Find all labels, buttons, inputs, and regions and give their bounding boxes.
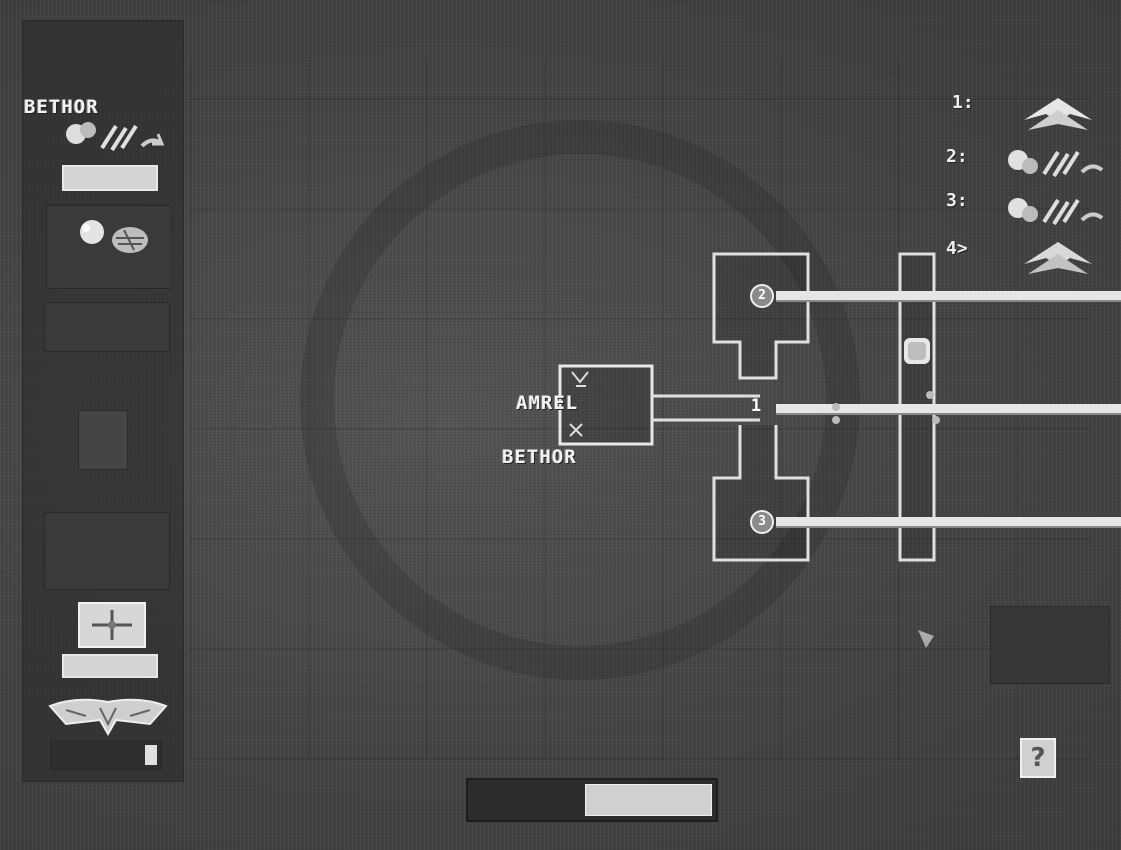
slot-4-label: 4>: [946, 238, 968, 259]
slot-3-label: 3:: [946, 190, 968, 211]
storm-cloud-icon[interactable]: [58, 118, 170, 158]
eagle-emblem-icon[interactable]: [46, 694, 170, 738]
spaceship-icon[interactable]: [1018, 238, 1098, 278]
spell-slot-panel: [46, 205, 172, 289]
slot-2-label: 2:: [946, 146, 968, 167]
circuit-name-top: AMREL: [516, 392, 579, 414]
help-button[interactable]: ?: [1020, 738, 1056, 778]
storm-cloud-icon[interactable]: [1002, 144, 1108, 184]
circuit-name-bottom: BETHOR: [502, 446, 577, 468]
health-bar-fill: [64, 167, 156, 189]
empty-slot-2: [78, 410, 128, 470]
help-button-label: ?: [1030, 743, 1046, 773]
charge-gauge: [50, 740, 162, 770]
storm-cloud-icon[interactable]: [1002, 192, 1108, 232]
player-name-label: BETHOR: [24, 96, 99, 118]
power-bar: [466, 778, 718, 822]
empty-slot-3: [44, 512, 170, 590]
mana-bar: [62, 654, 158, 678]
spaceship-icon[interactable]: [1018, 94, 1098, 134]
node-3[interactable]: 3: [750, 510, 774, 534]
spell-orb-icon[interactable]: [68, 212, 158, 262]
info-panel: [990, 606, 1110, 684]
slot-1-label: 1:: [952, 92, 974, 113]
node-1[interactable]: 1: [750, 396, 762, 416]
charge-gauge-fill: [145, 745, 157, 765]
empty-slot-1: [44, 302, 170, 352]
health-bar: [62, 165, 158, 191]
power-bar-fill: [585, 784, 712, 816]
node-2[interactable]: 2: [750, 284, 774, 308]
mana-bar-fill: [64, 656, 156, 676]
compass-icon[interactable]: [78, 602, 146, 648]
